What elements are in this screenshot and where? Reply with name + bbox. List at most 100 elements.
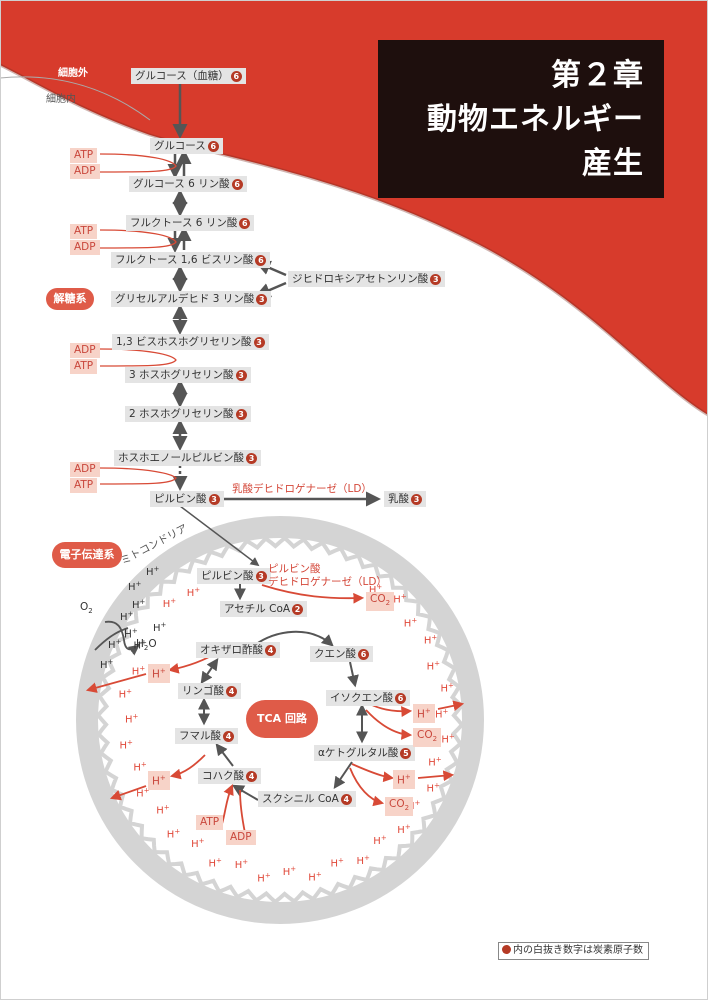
inner-membrane-folds	[95, 535, 465, 905]
hplus-marker: H+	[156, 803, 170, 816]
hplus-marker: H+	[441, 733, 455, 746]
h2o-h: H	[136, 638, 144, 650]
glucose-label: グルコース	[154, 140, 206, 152]
oxaloacetate-label: オキザロ酢酸	[200, 644, 263, 656]
lactate-label: 乳酸	[388, 493, 409, 505]
co2-subscript: 2	[404, 804, 410, 813]
co2-subscript: 2	[385, 599, 391, 608]
legend-note-text: 内の白抜き数字は炭素原子数	[513, 945, 643, 956]
hplus-marker: H+	[373, 834, 387, 847]
ld-enzyme-label: 乳酸デヒドロゲナーゼ（LD）	[232, 483, 372, 495]
co2-subscript: 2	[432, 735, 438, 744]
carbon-count-badge: 3	[208, 494, 220, 505]
tca-arrows	[94, 583, 368, 801]
hplus-tag: H+	[148, 771, 170, 790]
hplus-marker: H+	[435, 707, 449, 720]
intracellular-label: 細胞内	[46, 94, 76, 105]
adp-tag: ADP	[70, 164, 100, 179]
hplus-marker: H+	[308, 871, 322, 884]
carbon-count-badge: 4	[223, 731, 234, 742]
adp-tag: ADP	[70, 462, 100, 477]
h-text: H	[124, 628, 132, 641]
hplus-marker: H+	[191, 837, 205, 850]
carbon-count-badge: 4	[340, 794, 352, 805]
hplus-marker: H+	[427, 782, 441, 795]
co2-tag: CO2	[385, 797, 414, 817]
pdh-label-line2: デヒドロゲナーゼ（LD）	[268, 576, 387, 588]
hplus-marker: H+	[119, 687, 133, 700]
carbon-count-badge: 6	[239, 218, 251, 229]
succinate-label: コハク酸	[202, 770, 244, 782]
carbon-count-badge: 3	[235, 370, 247, 381]
hplus-marker: H+	[397, 823, 411, 836]
atp-tag: ATP	[70, 359, 98, 374]
h-sup: +	[131, 627, 138, 635]
chapter-subtitle: 産生	[582, 146, 644, 181]
h2o-o: O	[148, 638, 157, 650]
carbon-count-badge: 5	[400, 748, 412, 759]
glycolysis-arrows	[167, 84, 381, 567]
hplus-tag: H+	[148, 664, 170, 683]
pdh-label-line1: ピルビン酸	[268, 563, 321, 575]
pg3-label: 3 ホスホグリセリン酸	[129, 369, 234, 381]
hplus-tag: H+	[393, 770, 415, 789]
chapter-number: 第２章	[551, 58, 644, 93]
oxygen-label: O2	[80, 601, 93, 618]
co2-text: CO	[370, 593, 386, 605]
co2-tag: CO2	[366, 592, 395, 612]
legend-note: 内の白抜き数字は炭素原子数	[498, 942, 649, 960]
hplus-marker: H+	[153, 621, 167, 634]
carbon-count-badge: 6	[255, 255, 267, 266]
g6p-label: グルコース 6 リン酸	[133, 178, 230, 190]
atp-tag: ATP	[70, 224, 98, 239]
h-text: H	[397, 774, 405, 787]
acetylcoa-label: アセチル CoA	[224, 603, 291, 615]
carbon-count-badge: 3	[256, 294, 268, 305]
f16bp-label: フルクトース 1,6 ビスリン酸	[115, 254, 254, 266]
chapter-title: 動物エネルギー	[427, 102, 644, 137]
carbon-count-badge: 6	[358, 649, 369, 660]
swoosh-shadow	[0, 63, 708, 417]
extracellular-label: 細胞外	[58, 68, 88, 79]
red-arrows	[85, 584, 465, 834]
carbon-count-badge: 3	[255, 571, 267, 582]
carbon-count-badge: 4	[265, 645, 276, 656]
co2-text: CO	[417, 729, 433, 741]
mitochondrion-membrane	[76, 516, 484, 924]
hplus-marker: H+	[357, 854, 371, 867]
pg2-label: 2 ホスホグリセリン酸	[129, 408, 234, 420]
h-sup: +	[159, 667, 166, 675]
glucose-blood-box: グルコース（血糖）6	[131, 68, 246, 84]
bpg-label: 1,3 ビスホスホグリセリン酸	[116, 336, 252, 348]
h-text: H	[417, 708, 425, 721]
akg-label: αケトグルタル酸	[318, 747, 399, 759]
pep-label: ホスホエノールピルビン酸	[118, 452, 244, 464]
glycolysis-pill: 解糖系	[46, 288, 94, 310]
adp-tag: ADP	[70, 240, 100, 255]
h-text: H	[152, 775, 160, 788]
atp-tag: ATP	[196, 815, 224, 830]
carbon-count-badge: 6	[207, 141, 219, 152]
hplus-marker: H+	[163, 597, 177, 610]
carbon-count-badge: 3	[253, 337, 265, 348]
adp-tag: ADP	[226, 830, 256, 845]
water-label: H2O	[136, 638, 157, 655]
etc-pill: 電子伝達系	[52, 542, 122, 568]
hplus-etc-label: H+	[124, 625, 138, 642]
co2-tag: CO2	[413, 728, 442, 748]
hplus-marker: H+	[235, 858, 249, 871]
dhap-label: ジヒドロキシアセトンリン酸	[292, 273, 429, 285]
hplus-marker: H+	[132, 665, 146, 678]
